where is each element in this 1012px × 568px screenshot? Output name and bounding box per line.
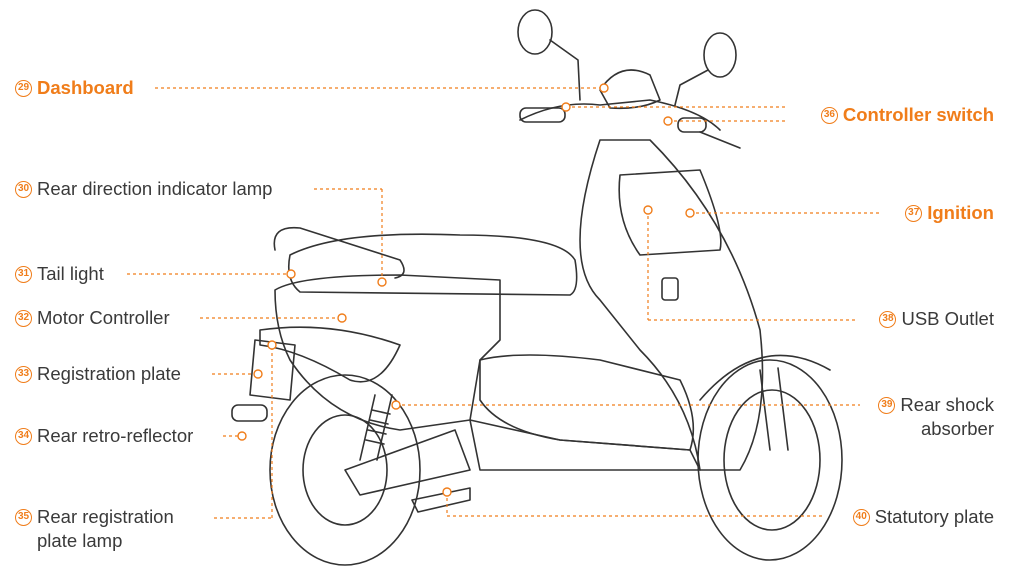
callout-number: 32 bbox=[15, 309, 32, 327]
label-text: Dashboard bbox=[37, 77, 134, 98]
callout-number: 33 bbox=[15, 365, 32, 383]
callout-number: 37 bbox=[905, 204, 923, 222]
label-text: Registration plate bbox=[37, 363, 181, 384]
callout-number: 35 bbox=[15, 508, 32, 526]
label-rear-shock-absorber: Rear shock 39 bbox=[873, 393, 994, 417]
callout-number: 38 bbox=[879, 310, 897, 328]
callout-number: 34 bbox=[15, 427, 32, 445]
label-controller-switch: Controller switch 36 bbox=[816, 103, 994, 127]
label-text: Ignition bbox=[927, 202, 994, 223]
label-text: Statutory plate bbox=[874, 506, 994, 527]
label-text: Rear shock bbox=[900, 394, 994, 415]
label-statutory-plate: Statutory plate 40 bbox=[848, 505, 994, 529]
label-text: Rear retro-reflector bbox=[37, 425, 194, 446]
label-rear-retro-reflector: 34 Rear retro-reflector bbox=[10, 424, 193, 448]
callout-number: 40 bbox=[852, 508, 870, 526]
label-dashboard: 29 Dashboard bbox=[10, 76, 134, 100]
callout-number: 31 bbox=[15, 265, 32, 283]
callout-number: 36 bbox=[820, 106, 838, 124]
callout-number: 29 bbox=[15, 79, 32, 97]
label-text-line2: absorber bbox=[920, 418, 994, 439]
label-text: USB Outlet bbox=[901, 308, 994, 329]
label-registration-plate: 33 Registration plate bbox=[10, 362, 181, 386]
label-text: Tail light bbox=[37, 263, 104, 284]
label-text: Controller switch bbox=[842, 104, 994, 125]
label-usb-outlet: USB Outlet 38 bbox=[874, 307, 994, 331]
leader-lines bbox=[127, 87, 880, 519]
label-ignition: Ignition 37 bbox=[900, 201, 994, 225]
leader-dots bbox=[237, 83, 695, 497]
label-text: Rear direction indicator lamp bbox=[37, 178, 273, 199]
label-rear-registration-plate-lamp: 35 Rear registration bbox=[10, 505, 174, 529]
label-tail-light: 31 Tail light bbox=[10, 262, 104, 286]
callout-number: 30 bbox=[15, 180, 32, 198]
label-rear-direction-indicator-lamp: 30 Rear direction indicator lamp bbox=[10, 177, 272, 201]
label-text: Motor Controller bbox=[37, 307, 170, 328]
label-text: Rear registration bbox=[37, 506, 174, 527]
label-motor-controller: 32 Motor Controller bbox=[10, 306, 170, 330]
callout-number: 39 bbox=[878, 396, 896, 414]
label-text-line2: plate lamp bbox=[37, 530, 123, 551]
scooter-drawing bbox=[231, 9, 843, 566]
